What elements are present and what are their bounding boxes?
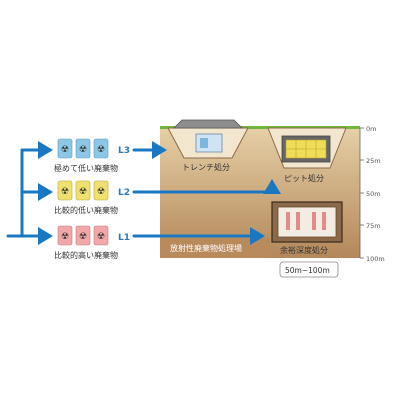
- depth-label-75m: 75m: [366, 222, 381, 230]
- deep-disposal: 余裕深度処分: [271, 201, 343, 255]
- depth-tick-25: 25m: [360, 157, 381, 165]
- svg-text:☢: ☢: [79, 145, 87, 155]
- depth-label-0m: 0m: [366, 125, 376, 133]
- pit-disposal: ピット処分: [267, 127, 347, 183]
- svg-text:☢: ☢: [97, 145, 105, 155]
- deep-waste-1: [286, 212, 290, 230]
- waste-label-l1: 比較的高い廃棄物: [54, 250, 118, 260]
- radioactive-drum-icon: ☢: [93, 138, 109, 159]
- waste-label-l3: 極めて低い廃棄物: [54, 163, 118, 173]
- flow-arrow-icon: [132, 179, 281, 194]
- depth-tick-0: 0m: [360, 125, 376, 133]
- radioactive-drum-icon: ☢: [75, 225, 91, 246]
- radioactive-drum-icon: ☢: [57, 138, 73, 159]
- waste-label-l2: 比較的低い廃棄物: [54, 205, 118, 215]
- svg-text:☢: ☢: [97, 232, 105, 242]
- deep-label: 余裕深度処分: [280, 245, 328, 255]
- waste-group-l1: ☢ ☢ ☢ 比較的高い廃棄物 L1: [54, 225, 130, 260]
- radioactive-drum-icon: ☢: [93, 225, 109, 246]
- radioactive-drum-icon: ☢: [75, 138, 91, 159]
- svg-text:☢: ☢: [61, 232, 69, 242]
- radioactive-drum-icon: ☢: [93, 180, 109, 201]
- depth-range-label: 50m~100m: [285, 266, 330, 275]
- level-label-l2: L2: [118, 188, 130, 198]
- site-label-band: [160, 238, 270, 258]
- depth-tick-75: 75m: [360, 222, 381, 230]
- flow-arrows: [6, 141, 281, 245]
- svg-text:☢: ☢: [61, 145, 69, 155]
- trench-cover-mound: [173, 119, 243, 129]
- waste-group-l2: ☢ ☢ ☢ 比較的低い廃棄物 L2: [54, 180, 130, 215]
- depth-tick-50: 50m: [360, 190, 381, 198]
- svg-text:☢: ☢: [61, 187, 69, 197]
- svg-text:☢: ☢: [97, 187, 105, 197]
- depth-range-callout: 50m~100m: [279, 261, 339, 278]
- svg-text:☢: ☢: [79, 187, 87, 197]
- svg-text:☢: ☢: [79, 232, 87, 242]
- waste-group-l3: ☢ ☢ ☢ 極めて低い廃棄物 L3: [54, 138, 130, 173]
- trench-label: トレンチ処分: [182, 162, 230, 172]
- surface-grass: [160, 126, 360, 129]
- deep-waste-4: [322, 212, 326, 230]
- deep-waste-3: [312, 212, 316, 230]
- radioactive-drum-icon: ☢: [57, 180, 73, 201]
- trench-waste-block: [195, 133, 223, 153]
- depth-label-25m: 25m: [366, 157, 381, 165]
- depth-label-50m: 50m: [366, 190, 381, 198]
- depth-tick-100: 100m: [360, 255, 385, 263]
- pit-label: ピット処分: [284, 173, 324, 183]
- level-label-l1: L1: [118, 233, 130, 243]
- depth-scale: 0m 25m 50m 75m 100m: [359, 125, 385, 263]
- radioactive-drum-icon: ☢: [75, 180, 91, 201]
- depth-range-box: [279, 261, 339, 278]
- depth-label-100m: 100m: [366, 255, 385, 263]
- trench-waste-block-inner: [200, 138, 208, 148]
- level-label-l3: L3: [118, 146, 130, 156]
- radioactive-drum-icon: ☢: [57, 225, 73, 246]
- deep-waste-2: [296, 212, 300, 230]
- trench-disposal: トレンチ処分: [167, 119, 249, 172]
- site-label: 放射性廃棄物処理場: [170, 243, 242, 253]
